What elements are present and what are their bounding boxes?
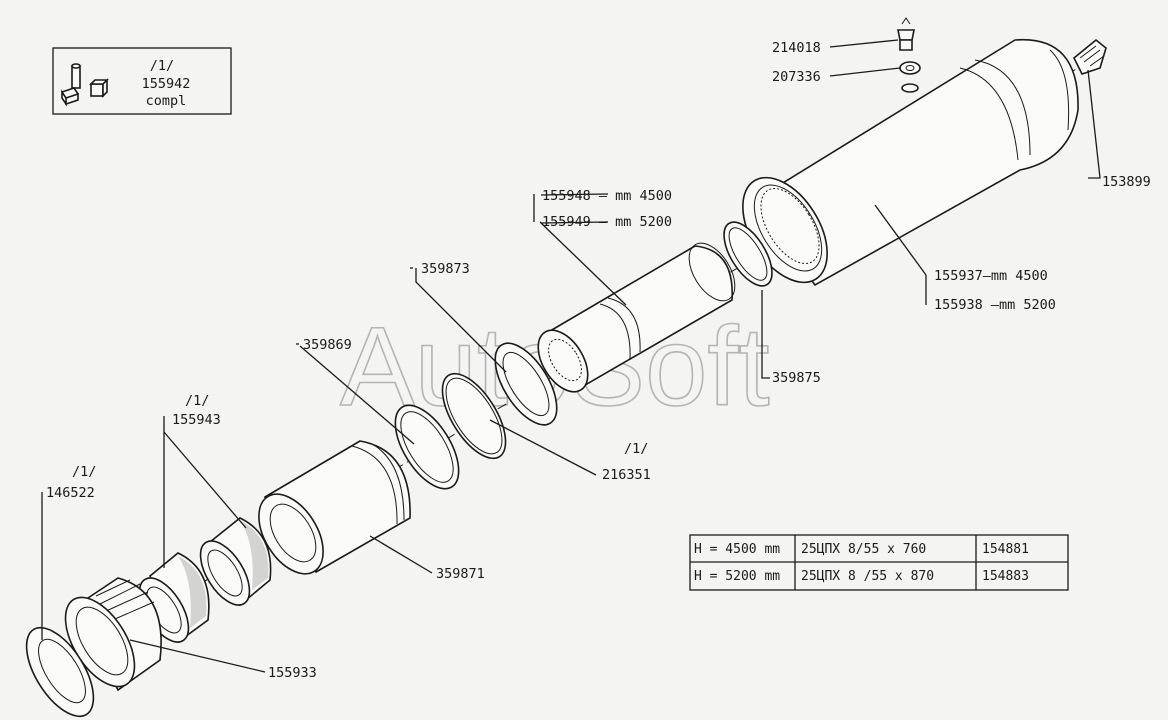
label-146522-note: /1/ (72, 464, 96, 480)
ring-359875-part (723, 221, 773, 287)
threaded-nut-part (64, 577, 162, 692)
washer-part (899, 61, 921, 75)
label-155938: 155938 —mm 5200 (934, 297, 1056, 313)
label-359873: 359873 (421, 261, 470, 277)
label-155949: 155949 — mm 5200 (542, 214, 672, 230)
valve-part (1072, 38, 1107, 75)
kit-box: /1/ 155942 compl (52, 47, 232, 115)
row1-height: H = 4500 mm (694, 542, 780, 557)
ring-359873-part (494, 342, 558, 426)
plug-part (897, 17, 915, 51)
kit-block-icon (60, 87, 80, 107)
label-153899: 153899 (1102, 174, 1151, 190)
row1-code: 154881 (982, 542, 1029, 557)
label-359875: 359875 (772, 370, 821, 386)
kit-suffix: compl (146, 93, 187, 109)
kit-number: 155942 (142, 76, 191, 92)
spec-table: H = 4500 mm 25ЦПХ 8/55 x 760 154881 H = … (689, 534, 1069, 591)
bushing-upper-part (199, 517, 272, 607)
label-216351: 216351 (602, 467, 651, 483)
label-155937: 155937—mm 4500 (934, 268, 1048, 284)
label-155948: 155948 — mm 4500 (542, 188, 672, 204)
ring-359869-part (394, 404, 460, 490)
kit-note: /1/ (150, 58, 174, 74)
bushing-lower-part (138, 552, 210, 644)
row2-cylinder: 25ЦПХ 8 /55 x 870 (801, 569, 934, 584)
label-216351-note: /1/ (624, 441, 648, 457)
label-359871: 359871 (436, 566, 485, 582)
kit-cube-icon (89, 78, 109, 98)
label-359869: 359869 (303, 337, 352, 353)
piston-part (258, 440, 411, 575)
inner-tube-part (537, 242, 736, 393)
label-214018: 214018 (772, 40, 821, 56)
label-207336: 207336 (772, 69, 821, 85)
seal-ring-part (25, 626, 95, 718)
row2-code: 154883 (982, 569, 1029, 584)
leader-lines (41, 39, 1101, 673)
label-155943-note: /1/ (185, 393, 209, 409)
ring-216351-part (441, 372, 507, 460)
row2-height: H = 5200 mm (694, 569, 780, 584)
label-155933: 155933 (268, 665, 317, 681)
row1-cylinder: 25ЦПХ 8/55 x 760 (801, 542, 926, 557)
label-155943: 155943 (172, 412, 221, 428)
label-146522: 146522 (46, 485, 95, 501)
port-hole (901, 83, 919, 93)
kit-pin-icon (71, 63, 81, 89)
